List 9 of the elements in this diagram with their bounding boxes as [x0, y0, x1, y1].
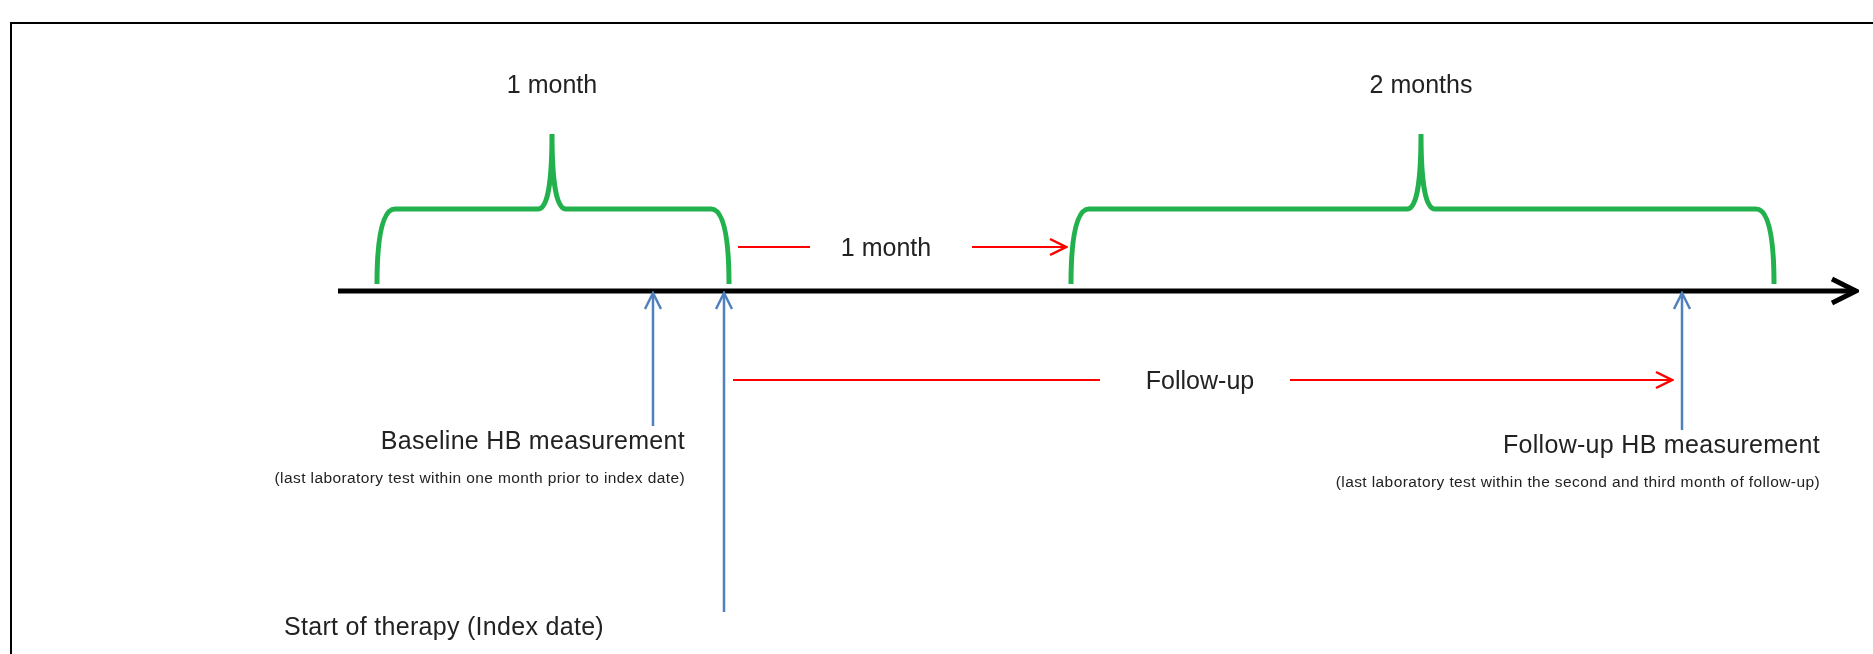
- leader-arrow: [643, 291, 663, 426]
- event-label: Start of therapy (Index date): [284, 612, 604, 641]
- event-label: Follow-up HB measurement: [1501, 430, 1820, 459]
- timeline-axis: [338, 276, 1859, 306]
- leader-arrow: [1672, 291, 1692, 430]
- leader-arrow: [714, 291, 734, 612]
- note-text: (last laboratory test within the second and third month of follow-up): [1335, 473, 1820, 491]
- note-text: (last laboratory test within one month prior to index date): [274, 469, 685, 487]
- event-label: Baseline HB measurement: [379, 426, 685, 455]
